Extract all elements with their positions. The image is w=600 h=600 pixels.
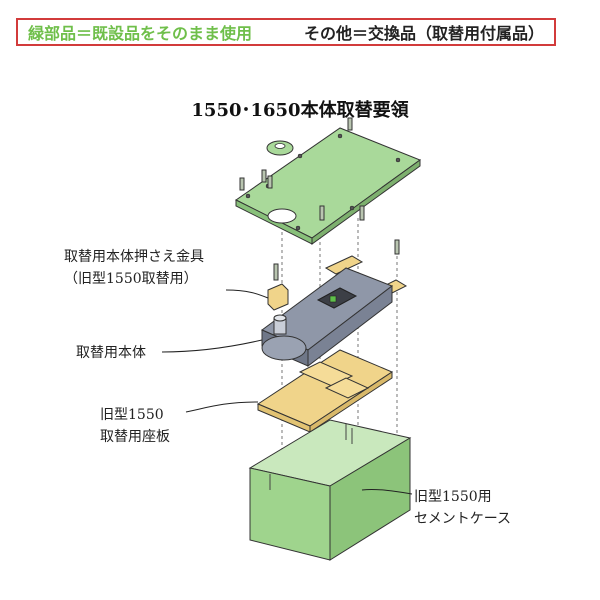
label-retainer: 取替用本体押さえ金具 （旧型1550取替用）	[64, 246, 204, 290]
label-retainer-line2: （旧型1550取替用）	[64, 271, 198, 287]
diagram-title: 1550･1650本体取替要領	[191, 100, 409, 121]
base-plate	[256, 349, 394, 433]
label-case: 旧型1550用 セメントケース	[414, 486, 511, 530]
label-retainer-line1: 取替用本体押さえ金具	[64, 249, 204, 265]
label-case-line2: セメントケース	[414, 511, 512, 527]
label-plate-line1: 旧型1550	[100, 407, 164, 423]
closer-body	[261, 255, 408, 368]
label-body: 取替用本体	[76, 345, 146, 361]
label-plate-line2: 取替用座板	[100, 429, 170, 445]
label-case-line1: 旧型1550用	[414, 489, 492, 505]
washer-ring	[266, 140, 294, 156]
leader-lines	[161, 289, 413, 495]
body-retainer-bracket	[267, 283, 289, 311]
legend-box: 緑部品＝既設品をそのまま使用 その他＝交換品（取替用付属品）	[16, 18, 556, 46]
legend-other-text: その他＝交換品（取替用付属品）	[303, 24, 544, 43]
screws	[239, 117, 400, 281]
cover-plate	[235, 127, 422, 245]
cement-case	[248, 419, 412, 561]
label-plate: 旧型1550 取替用座板	[100, 404, 170, 448]
legend-green-text: 緑部品＝既設品をそのまま使用	[28, 24, 253, 43]
